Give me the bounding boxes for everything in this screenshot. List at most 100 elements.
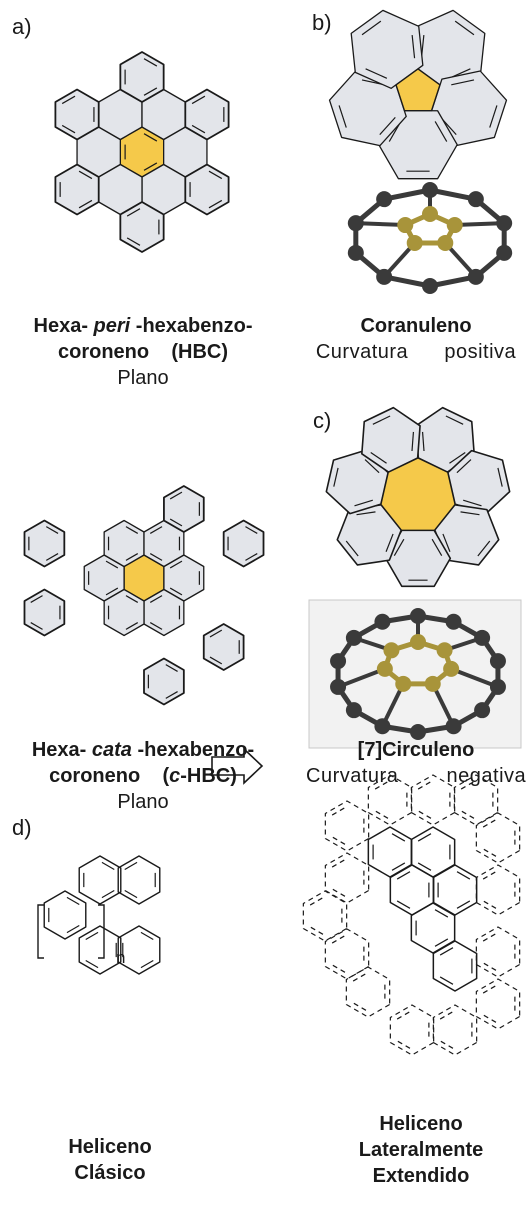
coranuleno-model-atom [446, 217, 463, 234]
coranuleno-model-atom [376, 268, 393, 285]
repeat-bracket-left [37, 904, 44, 959]
hbc-benzo-ring-double-bond [61, 124, 76, 134]
coranuleno-outer-ring-double-bond [338, 105, 347, 128]
circuleno-model-atom [443, 660, 460, 677]
coranuleno-ball-stick-model [347, 182, 513, 294]
heliceno-ext-dashed-ring-double-bond [309, 897, 324, 906]
panel-letter-a: a) [12, 14, 32, 39]
chbc-benzo-ring-double-bond [165, 691, 178, 699]
circuleno-outer-ring-double-bond [364, 459, 380, 474]
heliceno-ext-dashed-ring-double-bond [482, 985, 497, 994]
circuleno-model-atom [445, 613, 462, 630]
coranuleno-model-atom [422, 206, 438, 222]
hbc-caption: Hexa- peri -hexabenzo- coroneno (HBC) Pl… [0, 313, 286, 391]
circuleno-model-atom [424, 675, 441, 692]
coranuleno-curv-b: positiva [444, 341, 517, 363]
heliceno-ext-ring [432, 940, 478, 992]
coranuleno-outer-ring-double-bond [489, 105, 498, 128]
heliceno-ext-dashed-ring-double-bond [331, 836, 346, 845]
heliceno-ext-dashed-ring-double-bond [482, 819, 497, 828]
coranuleno-outer-ring-double-bond [454, 20, 475, 36]
heliceno-ext-ring-double-bond [439, 976, 454, 985]
circuleno-model-atom [374, 718, 391, 735]
circuleno-model-atom [410, 724, 426, 740]
chbc-ring-double-bond [125, 595, 139, 603]
coranuleno-name: Coranuleno [360, 315, 472, 337]
repeat-index-label: n [116, 948, 125, 967]
heliceno-ext-line3: Extendido [372, 1165, 470, 1187]
chbc-benzo-ring-double-bond [165, 664, 178, 672]
reaction-arrow [211, 747, 264, 785]
hbc-shape: Plano [117, 367, 169, 389]
heliceno-ext-caption: Heliceno Lateralmente Extendido [326, 1111, 516, 1189]
heliceno-ring [78, 925, 122, 975]
chbc-abbr-open: ( [162, 765, 170, 787]
heliceno-ext-dashed-ring-double-bond [439, 1011, 454, 1020]
circuleno-model-atom [345, 702, 362, 719]
circuleno-outer-ring-double-bond [421, 431, 425, 452]
hbc-benzo-ring-double-bond [191, 95, 206, 105]
panel-letter-d: d) [12, 815, 32, 840]
coranuleno-model-atom [496, 244, 513, 261]
coranuleno-model-atom [347, 215, 364, 232]
heliceno-ring-double-bond [85, 931, 99, 941]
circuleno-name: [7]Circuleno [357, 739, 475, 761]
heliceno-clasico-structure [37, 855, 161, 975]
heliceno-ring [78, 855, 122, 905]
circuleno-model-atom [374, 613, 391, 630]
chbc-shape: Plano [117, 791, 169, 813]
chbc-abbr-italic: c [169, 765, 181, 787]
chbc-benzo-ring-double-bond [245, 553, 258, 561]
circuleno-model-atom [330, 653, 347, 670]
heliceno-ext-dashed-ring [475, 864, 521, 916]
coranuleno-curv-a: Curvatura [315, 341, 409, 363]
chbc-name-suffix: -hexabenzo- [137, 739, 255, 761]
heliceno-ring-double-bond [140, 931, 154, 941]
hbc-benzo-ring-double-bond [191, 124, 206, 134]
heliceno-ext-dashed-ring [453, 774, 499, 826]
circuleno-outer-ring-double-bond [431, 538, 443, 557]
coranuleno-model-atom [406, 234, 423, 251]
chbc-benzo-ring-double-bond [209, 656, 223, 665]
chbc-name-prefix: Hexa- [31, 739, 87, 761]
heliceno-ext-ring-double-bond [434, 909, 449, 918]
circuleno-core-ring [380, 457, 456, 531]
heliceno-ring-double-bond [66, 896, 80, 906]
hbc-benzo-ring [54, 88, 100, 141]
heliceno-ext-dashed-ring [432, 1004, 478, 1056]
circuleno-outer-ring-double-bond [385, 533, 394, 552]
heliceno-ext-dashed-ring-double-bond [396, 1011, 411, 1020]
hbc-benzo-ring-double-bond [126, 237, 141, 246]
hbc-name-line2: coroneno [57, 341, 150, 363]
circuleno-outer-ring-double-bond [393, 538, 405, 557]
hbc-benzo-ring-double-bond [208, 199, 223, 209]
hbc-benzo-ring-double-bond [78, 199, 93, 209]
heliceno-ext-dashed-ring [410, 774, 456, 826]
heliceno-ring-double-bond [124, 889, 138, 899]
heliceno-ext-dashed-ring [389, 1004, 435, 1056]
circuleno-model-bond [337, 667, 386, 689]
panel-letter-c: c) [313, 408, 332, 433]
circuleno-model-frame [308, 599, 522, 749]
heliceno-ext-dashed-ring-double-bond [460, 810, 475, 819]
heliceno-ext-dashed-ring-double-bond [331, 935, 346, 944]
heliceno-extendido-structure [302, 774, 521, 1056]
chbc-benzo-ring-double-bond [30, 595, 43, 603]
heliceno-ring [117, 925, 161, 975]
hbc-core-ring-double-bond [143, 162, 158, 171]
chbc-ring-double-bond [149, 526, 163, 534]
chbc-ring-double-bond [125, 553, 139, 561]
chbc-ring-double-bond [149, 553, 163, 561]
heliceno-clasico-line1: Heliceno [68, 1136, 152, 1158]
chbc-name-italic: cata [91, 739, 132, 761]
circuleno-outer-ring-double-bond [497, 467, 503, 487]
heliceno-ext-line1: Heliceno [379, 1113, 463, 1135]
chbc-benzo-ring-double-bond [169, 491, 183, 500]
hbc-benzo-ring [119, 201, 165, 253]
heliceno-ext-dashed-ring-double-bond [352, 973, 367, 982]
circuleno-model-atom [383, 642, 400, 659]
heliceno-ext-dashed-ring-double-bond [331, 888, 346, 897]
heliceno-ext-ring-double-bond [391, 862, 406, 871]
hbc-name-italic: peri [93, 315, 131, 337]
circuleno-model-atom [445, 718, 462, 735]
